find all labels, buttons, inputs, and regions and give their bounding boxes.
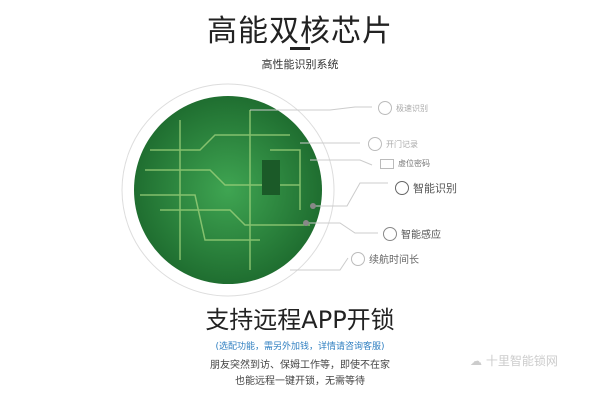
feature-smart-sensing: 智能感应: [383, 226, 441, 241]
feature-label: 虚位密码: [398, 159, 430, 168]
feature-unlock-records: 开门记录: [368, 137, 418, 151]
target-icon: [378, 101, 392, 115]
feature-label: 极速识别: [396, 103, 428, 113]
feature-label: 智能识别: [413, 182, 457, 195]
location-pin-icon: [368, 137, 382, 151]
page-subtitle: 高性能识别系统: [261, 58, 339, 71]
clock-icon: [351, 251, 365, 266]
fingerprint-icon: [395, 181, 409, 195]
sensor-icon: [383, 226, 397, 241]
pcb-circle: [134, 96, 322, 284]
pcb-traces: [140, 110, 310, 270]
watermark-logo: ☁ 十里智能锁网: [470, 352, 558, 369]
page-title: 高能双核芯片: [207, 14, 393, 49]
connector-dot: [303, 220, 309, 226]
section-title: 支持远程APP开锁: [205, 306, 395, 334]
feature-long-battery: 续航时间长: [351, 251, 419, 266]
title-underline: [290, 47, 310, 50]
feature-fast-recognition: 极速识别: [378, 101, 428, 115]
chip: [262, 160, 280, 195]
section-note: (选配功能，需另外加钱，详情请咨询客服): [215, 342, 385, 352]
connector-dot: [310, 203, 316, 209]
section-desc-line1: 朋友突然到访、保姆工作等，即使不在家: [210, 360, 390, 371]
watermark-text: 十里智能锁网: [485, 354, 558, 368]
chip-diagram: [121, 83, 388, 297]
screen-icon: [380, 158, 394, 169]
connector-lines: [250, 106, 388, 271]
section-desc-line2: 也能远程一键开锁，无需等待: [235, 376, 365, 387]
feature-label: 开门记录: [386, 139, 418, 149]
feature-label: 智能感应: [401, 230, 441, 241]
feature-smart-recognition: 智能识别: [395, 180, 457, 196]
outer-ring: [121, 83, 335, 297]
cloud-icon: ☁: [470, 354, 482, 368]
feature-label: 续航时间长: [369, 255, 419, 266]
feature-virtual-password: 虚位密码: [380, 158, 430, 169]
